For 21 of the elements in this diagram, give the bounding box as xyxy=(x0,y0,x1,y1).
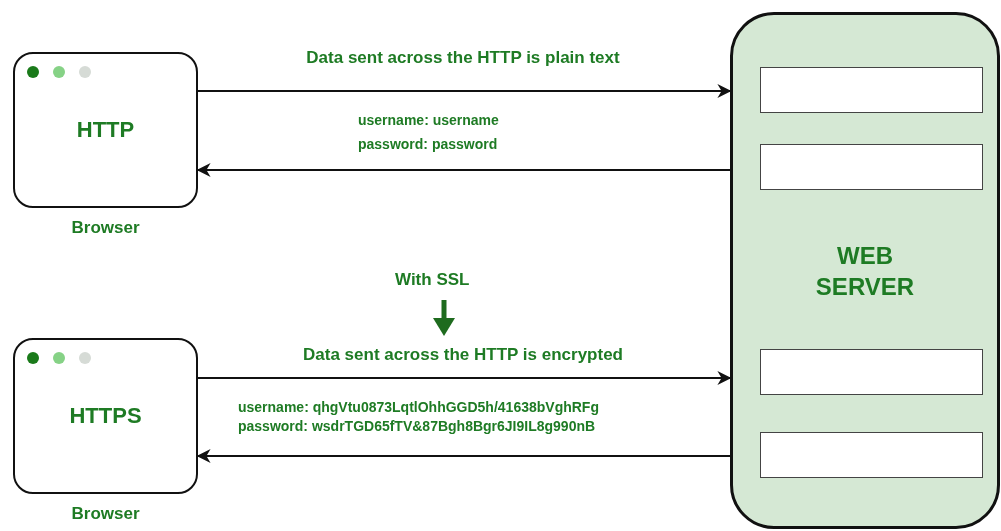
protocol-label: HTTPS xyxy=(69,403,142,429)
server-slot xyxy=(760,349,983,395)
server-label: WEB SERVER xyxy=(814,240,916,302)
credential-text: password: password xyxy=(358,136,498,152)
annotation: With SSL xyxy=(395,270,470,290)
credential-text: username: username xyxy=(358,112,499,128)
protocol-label: HTTP xyxy=(76,117,135,143)
node-label: Browser xyxy=(70,504,141,524)
node-label: Browser xyxy=(70,218,141,238)
server-panel xyxy=(730,12,1000,529)
server-slot xyxy=(760,67,983,113)
browser-window xyxy=(13,52,198,208)
credential-text: username: qhgVtu0873LqtlOhhGGD5h/41638bVghRFg xyxy=(238,399,599,415)
arrow xyxy=(196,163,731,177)
credential-text: password: wsdrTGD65fTV&87Bgh8Bgr6JI9IL8g990nB xyxy=(238,418,596,434)
arrow xyxy=(196,449,731,463)
browser-window xyxy=(13,338,198,494)
arrow xyxy=(197,84,732,98)
server-slot xyxy=(760,432,983,478)
server-slot xyxy=(760,144,983,190)
arrow xyxy=(197,371,732,385)
